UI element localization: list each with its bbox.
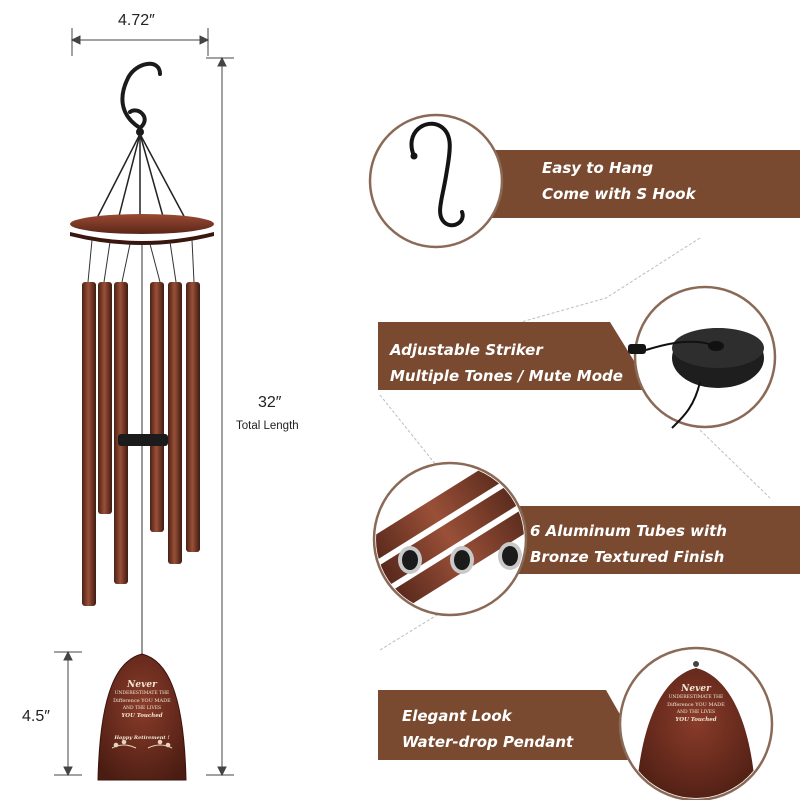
feature-banner-striker: Adjustable Striker Multiple Tones / Mute… xyxy=(390,337,623,389)
feature-banner-pendant: Elegant Look Water-drop Pendant xyxy=(402,703,573,755)
pendant-closeup-engraving: Never UNDERESTIMATE THE Difference YOU M… xyxy=(650,684,742,723)
striker-closeup xyxy=(628,285,777,429)
feature-subtitle: Come with S Hook xyxy=(542,185,696,203)
length-dimension-label: Total Length xyxy=(236,420,299,432)
feature-banners xyxy=(378,150,800,760)
zigzag-connector xyxy=(379,237,771,651)
pendant-line-6: Happy Retirement ! xyxy=(114,735,170,741)
pendant-line-4: AND THE LIVES xyxy=(122,706,162,711)
width-dimension-line xyxy=(70,28,210,56)
pendant-closeup-line-2: UNDERESTIMATE THE xyxy=(668,695,724,700)
pendant-closeup-line-5: YOU Touched xyxy=(675,717,717,723)
feature-subtitle: Bronze Textured Finish xyxy=(530,548,725,566)
pendant-engraving: Never UNDERESTIMATE THE Difference YOU M… xyxy=(100,680,184,741)
feature-subtitle: Water-drop Pendant xyxy=(402,733,574,751)
feature-title: Easy to Hang xyxy=(542,159,654,177)
feature-banner-tubes: 6 Aluminum Tubes with Bronze Textured Fi… xyxy=(530,518,727,570)
length-dimension: 32″ xyxy=(258,394,282,411)
pendant-dimension: 4.5″ xyxy=(22,708,50,725)
pendant-line-5: YOU Touched xyxy=(121,713,163,719)
feature-subtitle: Multiple Tones / Mute Mode xyxy=(390,367,623,385)
pendant-line-3: Difference YOU MADE xyxy=(113,698,171,704)
width-dimension: 4.72″ xyxy=(118,12,155,29)
length-dimension-line xyxy=(206,56,234,777)
pendant-closeup-line-4: AND THE LIVES xyxy=(676,710,716,715)
pendant-closeup xyxy=(618,646,774,800)
pendant-dimension-line xyxy=(54,650,82,777)
feature-banner-hook: Easy to Hang Come with S Hook xyxy=(542,155,696,207)
pendant-closeup-line-3: Difference YOU MADE xyxy=(667,702,725,708)
wind-chime-illustration xyxy=(70,62,214,781)
feature-title: 6 Aluminum Tubes with xyxy=(530,522,727,540)
pendant-closeup-line-1: Never xyxy=(681,684,711,694)
pendant-line-1: Never xyxy=(127,680,157,690)
pendant-line-2: UNDERESTIMATE THE xyxy=(114,691,170,696)
feature-title: Elegant Look xyxy=(402,707,512,725)
s-hook-closeup xyxy=(368,113,504,249)
tubes-closeup xyxy=(372,461,528,617)
feature-title: Adjustable Striker xyxy=(390,341,543,359)
